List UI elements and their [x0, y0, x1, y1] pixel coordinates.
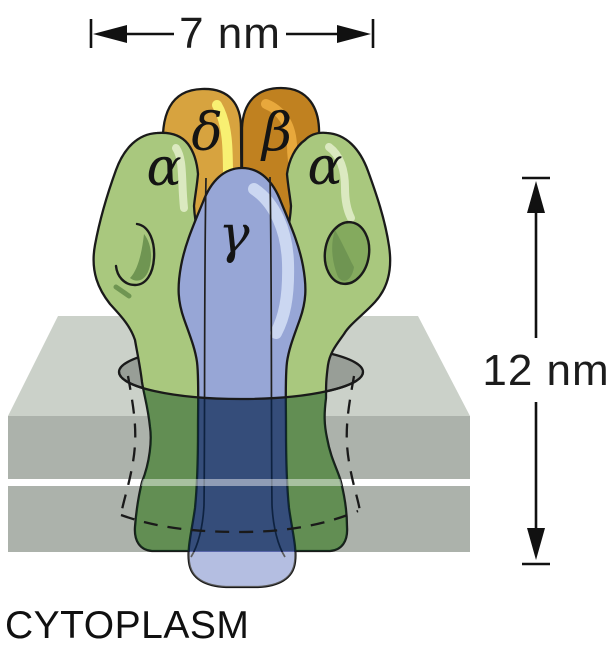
- label-alpha-left: α: [146, 138, 181, 198]
- dashed-contour-right: [345, 375, 362, 513]
- label-gamma: γ: [218, 205, 250, 265]
- bilayer-line-over-protein: [110, 479, 372, 486]
- arrowhead-left: [93, 25, 127, 43]
- arrowhead-right: [337, 25, 371, 43]
- label-beta: β: [260, 103, 292, 163]
- gamma-cytoplasmic-lighten: [178, 552, 306, 587]
- alpha-right-highlight: [325, 143, 355, 222]
- alpha-left-notch: [113, 284, 132, 299]
- label-delta: δ: [191, 103, 222, 163]
- binding-site-left-shade: [130, 234, 152, 281]
- dashed-contour-bottom: [120, 509, 359, 534]
- label-alpha-right: α: [307, 137, 342, 197]
- membrane-overlay-blue: [178, 372, 306, 552]
- alpha-left-highlight: [172, 144, 188, 212]
- dashed-contour-left: [119, 375, 137, 516]
- arrowhead-up: [527, 181, 545, 213]
- width-dimension: 7 nm: [89, 9, 375, 58]
- width-dimension-label: 7 nm: [179, 9, 281, 58]
- gamma-subunit: [177, 166, 307, 589]
- height-dimension-label: 12 nm: [482, 346, 609, 395]
- arrowhead-down: [527, 528, 545, 560]
- pore-front-arc: [117, 371, 365, 401]
- binding-site-right-shade: [332, 230, 354, 281]
- channel-pore-line-right: [269, 176, 286, 558]
- height-dimension: 12 nm: [482, 176, 609, 566]
- cytoplasm-label: CYTOPLASM: [5, 604, 249, 647]
- binding-site-left: [114, 222, 156, 287]
- channel-pore-line-left: [190, 177, 207, 558]
